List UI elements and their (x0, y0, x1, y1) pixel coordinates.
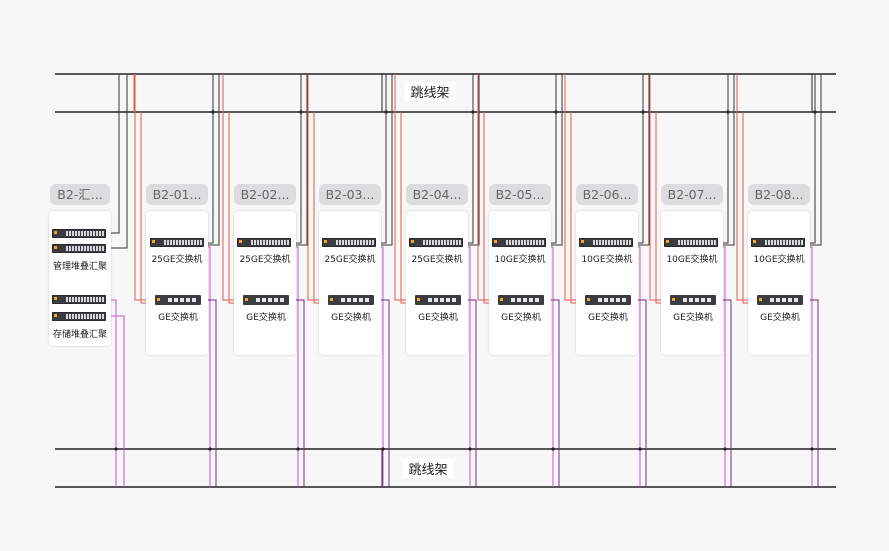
rack-panel[interactable]: 10GE交换机 GE交换机 (748, 211, 810, 355)
mgmt-uplink-1 (108, 74, 120, 234)
rack-1-bottom-junction-dot (208, 447, 212, 451)
aggregation-rack-panel[interactable]: 管理堆叠汇聚 存储堆叠汇聚 (49, 211, 111, 346)
10ge-switch-icon (751, 238, 805, 247)
rack-1-mgmt-uplink-b (204, 74, 220, 246)
top-switch-caption: 25GE交换机 (411, 255, 463, 265)
rack-8-mgmt-uplink-b (806, 74, 822, 246)
top-switch-caption: 10GE交换机 (753, 255, 805, 265)
rack-tag[interactable]: B2-07... (661, 184, 723, 205)
ge-switch-icon (415, 295, 461, 305)
rack-panel[interactable]: 10GE交换机 GE交换机 (661, 211, 723, 355)
rack-6-mgmt-uplink-b (634, 74, 650, 246)
rack-panel[interactable]: 25GE交换机 GE交换机 (146, 211, 208, 355)
top-switch-caption: 25GE交换机 (324, 255, 376, 265)
bottom-switch-caption: GE交换机 (246, 313, 286, 323)
rack-tag[interactable]: B2-02... (234, 184, 296, 205)
bottom-switch-caption: GE交换机 (588, 313, 628, 323)
10ge-switch-icon (579, 238, 633, 247)
mgmt-switch-2-icon (52, 244, 106, 253)
top-switch-caption: 10GE交换机 (666, 255, 718, 265)
rack-panel[interactable]: 10GE交换机 GE交换机 (576, 211, 638, 355)
rack-panel[interactable]: 25GE交换机 GE交换机 (406, 211, 468, 355)
rack-tag[interactable]: B2-08... (748, 184, 810, 205)
mgmt-uplink-2 (108, 74, 128, 249)
storage-downlink-2 (108, 315, 125, 487)
bottom-switch-caption: GE交换机 (760, 313, 800, 323)
25ge-switch-icon (150, 238, 204, 247)
ge-switch-icon (155, 295, 201, 305)
ge-switch-icon (757, 295, 803, 305)
storage-junction-dot (114, 447, 118, 451)
rack-tag[interactable]: B2-06... (576, 184, 638, 205)
25ge-switch-icon (237, 238, 291, 247)
storage-stack-caption: 存储堆叠汇聚 (52, 330, 108, 340)
top-switch-caption: 25GE交换机 (239, 255, 291, 265)
rack-5-bottom-junction-dot (551, 447, 555, 451)
rack-5-top-junction-dot (554, 110, 558, 114)
rack-2-mgmt-uplink-b (292, 74, 308, 246)
rack-4-top-junction-dot (471, 110, 475, 114)
top-switch-caption: 10GE交换机 (494, 255, 546, 265)
ge-switch-icon (328, 295, 374, 305)
ge-switch-icon (670, 295, 716, 305)
bottom-patch-panel-label: 跳线架 (402, 459, 454, 478)
bottom-switch-caption: GE交换机 (501, 313, 541, 323)
rack-1-top-junction-dot (211, 110, 215, 114)
rack-7-mgmt-uplink-b (719, 74, 735, 246)
top-patch-panel-label: 跳线架 (404, 82, 456, 101)
rack-4-mgmt-uplink-b (464, 74, 480, 246)
ge-switch-icon (498, 295, 544, 305)
rack-panel[interactable]: 25GE交换机 GE交换机 (234, 211, 296, 355)
bottom-switch-caption: GE交换机 (418, 313, 458, 323)
bottom-switch-caption: GE交换机 (673, 313, 713, 323)
rack-5-mgmt-uplink-b (547, 74, 563, 246)
ge-switch-icon (585, 295, 631, 305)
rack-3-top-junction-dot (384, 110, 388, 114)
storage-switch-2-icon (52, 312, 106, 321)
rack-6-bottom-junction-dot (638, 447, 642, 451)
bottom-switch-caption: GE交换机 (158, 313, 198, 323)
10ge-switch-icon (492, 238, 546, 247)
aggregation-rack-tag[interactable]: B2-汇... (50, 184, 110, 205)
rack-8-top-junction-dot (813, 110, 817, 114)
rack-tag[interactable]: B2-04... (406, 184, 468, 205)
rack-3-bottom-junction-dot (381, 447, 385, 451)
top-switch-caption: 10GE交换机 (581, 255, 633, 265)
mgmt-switch-1-icon (52, 229, 106, 238)
10ge-switch-icon (664, 238, 718, 247)
25ge-switch-icon (322, 238, 376, 247)
mgmt-stack-caption: 管理堆叠汇聚 (52, 262, 108, 272)
rack-3-mgmt-uplink-b (377, 74, 393, 246)
rack-tag[interactable]: B2-01... (146, 184, 208, 205)
rack-4-bottom-junction-dot (468, 447, 472, 451)
rack-panel[interactable]: 10GE交换机 GE交换机 (489, 211, 551, 355)
25ge-switch-icon (409, 238, 463, 247)
rack-panel[interactable]: 25GE交换机 GE交换机 (319, 211, 381, 355)
bottom-switch-caption: GE交换机 (331, 313, 371, 323)
top-switch-caption: 25GE交换机 (151, 255, 203, 265)
rack-tag[interactable]: B2-03... (319, 184, 381, 205)
rack-tag[interactable]: B2-05... (489, 184, 551, 205)
rack-2-bottom-junction-dot (296, 447, 300, 451)
rack-6-top-junction-dot (641, 110, 645, 114)
storage-switch-1-icon (52, 295, 106, 304)
rack-7-bottom-junction-dot (723, 447, 727, 451)
rack-2-top-junction-dot (299, 110, 303, 114)
rack-7-top-junction-dot (726, 110, 730, 114)
rack-8-bottom-junction-dot (810, 447, 814, 451)
ge-switch-icon (243, 295, 289, 305)
